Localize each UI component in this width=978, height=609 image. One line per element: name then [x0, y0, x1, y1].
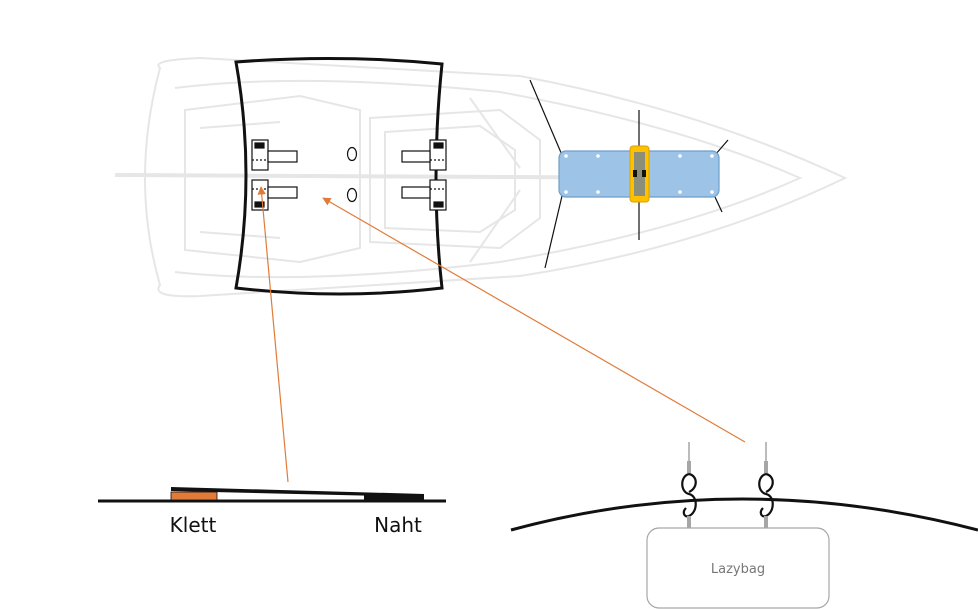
hook-left-s-icon	[681, 472, 697, 518]
strap-buckle-left	[633, 170, 637, 177]
main-sail-cover	[234, 56, 447, 296]
cabin-inner	[384, 124, 516, 234]
cockpit-outline	[184, 94, 361, 264]
left-fitting-upper	[251, 139, 298, 171]
boat-hull-background	[114, 56, 848, 298]
forestay-line-upper-left	[529, 79, 563, 156]
cabin-outline	[369, 108, 541, 250]
forestay-line-lower-left	[544, 195, 563, 269]
left-fitting-lower	[251, 179, 298, 211]
gray-strap-inner	[634, 152, 645, 196]
seam-flap	[171, 487, 424, 497]
hull-inner-line	[174, 79, 803, 279]
label-klett: Klett	[170, 513, 217, 537]
foredeck-cover	[529, 79, 729, 269]
deck-detail	[199, 97, 521, 263]
velcro-strip	[170, 491, 218, 501]
strap-buckle-right	[642, 170, 646, 177]
seam-stitch-block	[364, 494, 424, 501]
cover-arc	[510, 497, 978, 532]
opening-oval-lower	[346, 187, 358, 203]
callout-arrow-lazybag	[322, 197, 746, 443]
hook-left	[681, 442, 697, 530]
label-naht: Naht	[374, 513, 422, 537]
opening-oval-upper	[346, 146, 358, 162]
hook-right-s-icon	[758, 472, 774, 518]
lazybag-box	[646, 527, 830, 609]
seam-detail: Klett Naht	[98, 487, 446, 537]
hull-outline	[144, 56, 848, 298]
callout-arrow-klett	[257, 186, 289, 483]
cover-grommets	[564, 154, 714, 194]
forestay-line-lower-right	[714, 196, 723, 213]
main-cover-outline	[234, 56, 444, 296]
right-fitting-upper	[401, 139, 447, 171]
lazybag-detail: Lazybag	[510, 442, 978, 609]
label-lazybag: Lazybag	[711, 562, 765, 577]
right-fitting-lower	[401, 179, 447, 211]
hook-right	[758, 442, 774, 530]
